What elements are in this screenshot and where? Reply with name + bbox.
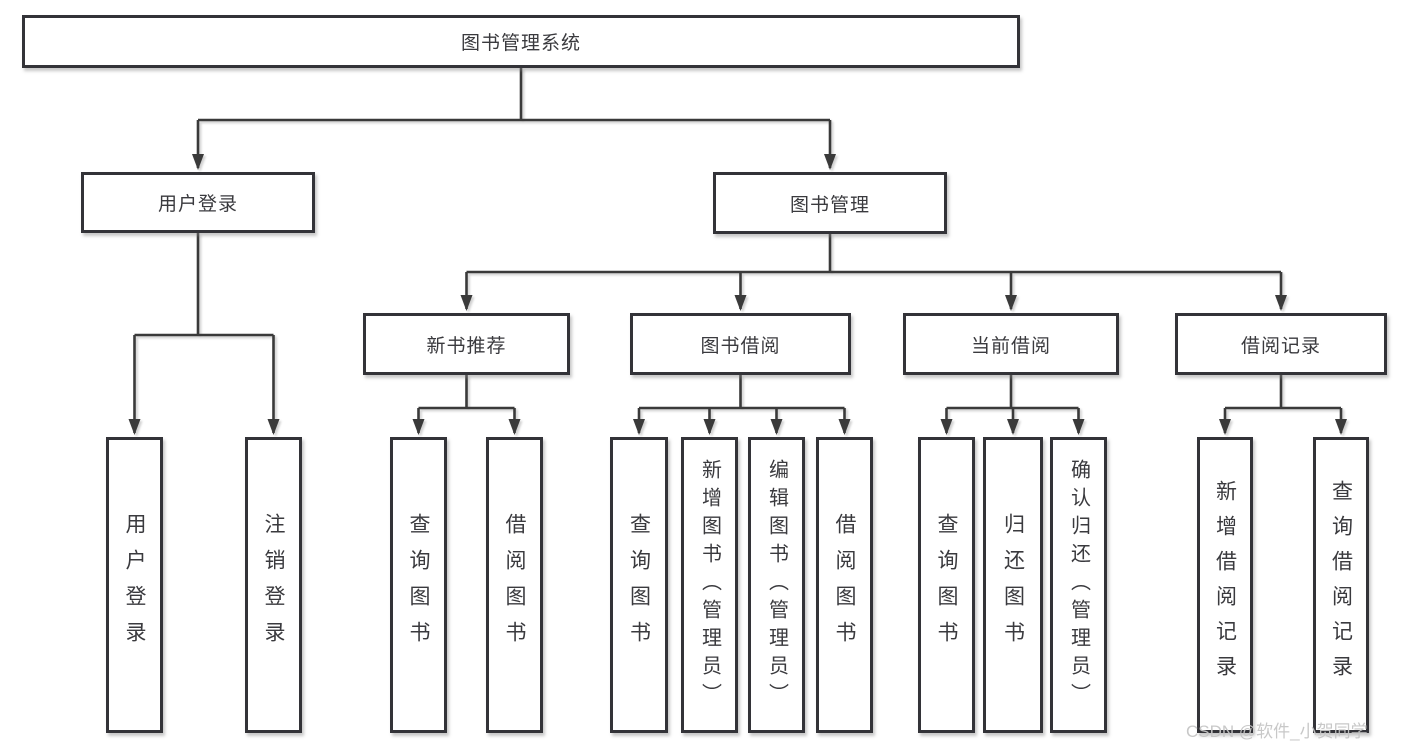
node-book-management: 图书管理 xyxy=(713,172,947,234)
node-borrow-records-label: 借阅记录 xyxy=(1240,335,1321,357)
node-new-book-recommend-label: 新书推荐 xyxy=(426,335,507,357)
leaf-bb-edit-books-admin: 编辑图书（管理员） xyxy=(748,437,805,733)
leaf-nb-query-books: 查询图书 xyxy=(390,437,447,733)
leaf-nb-borrow-books-label: 借阅图书 xyxy=(503,513,526,657)
leaf-bb-add-books-admin: 新增图书（管理员） xyxy=(681,437,738,733)
node-user-login: 用户登录 xyxy=(81,172,315,233)
node-book-borrow: 图书借阅 xyxy=(630,313,851,375)
leaf-bb-borrow-books: 借阅图书 xyxy=(816,437,873,733)
leaf-bb-add-books-admin-label: 新增图书（管理员） xyxy=(698,459,721,711)
leaf-bb-query-books-label: 查询图书 xyxy=(627,513,651,657)
leaf-bb-query-books: 查询图书 xyxy=(610,437,668,733)
leaf-cb-return-books: 归还图书 xyxy=(983,437,1043,733)
node-current-borrow-label: 当前借阅 xyxy=(970,335,1051,357)
leaf-user-login: 用户登录 xyxy=(106,437,163,733)
leaf-logout: 注销登录 xyxy=(245,437,302,733)
node-new-book-recommend: 新书推荐 xyxy=(363,313,570,375)
node-borrow-records: 借阅记录 xyxy=(1175,313,1387,375)
csdn-watermark: CSDN @软件_小贺同学 xyxy=(1186,722,1368,741)
leaf-br-add-record-label: 新增借阅记录 xyxy=(1213,480,1237,690)
leaf-user-login-label: 用户登录 xyxy=(123,513,146,657)
node-book-management-label: 图书管理 xyxy=(789,194,870,216)
leaf-nb-borrow-books: 借阅图书 xyxy=(486,437,543,733)
leaf-logout-label: 注销登录 xyxy=(262,513,285,657)
leaf-cb-confirm-return-admin: 确认归还（管理员） xyxy=(1050,437,1107,733)
node-book-borrow-label: 图书借阅 xyxy=(700,335,781,357)
leaf-cb-confirm-return-admin-label: 确认归还（管理员） xyxy=(1067,459,1090,711)
leaf-br-query-record: 查询借阅记录 xyxy=(1313,437,1369,733)
leaf-bb-borrow-books-label: 借阅图书 xyxy=(833,513,856,657)
leaf-bb-edit-books-admin-label: 编辑图书（管理员） xyxy=(765,459,788,711)
leaf-nb-query-books-label: 查询图书 xyxy=(407,513,430,657)
node-current-borrow: 当前借阅 xyxy=(903,313,1119,375)
leaf-br-query-record-label: 查询借阅记录 xyxy=(1329,480,1353,690)
leaf-cb-query-books-label: 查询图书 xyxy=(935,513,958,657)
leaf-br-add-record: 新增借阅记录 xyxy=(1197,437,1253,733)
node-root-label: 图书管理系统 xyxy=(460,33,581,54)
leaf-cb-query-books: 查询图书 xyxy=(918,437,975,733)
node-user-login-label: 用户登录 xyxy=(157,194,238,215)
leaf-cb-return-books-label: 归还图书 xyxy=(1001,513,1025,657)
node-root: 图书管理系统 xyxy=(22,15,1020,68)
